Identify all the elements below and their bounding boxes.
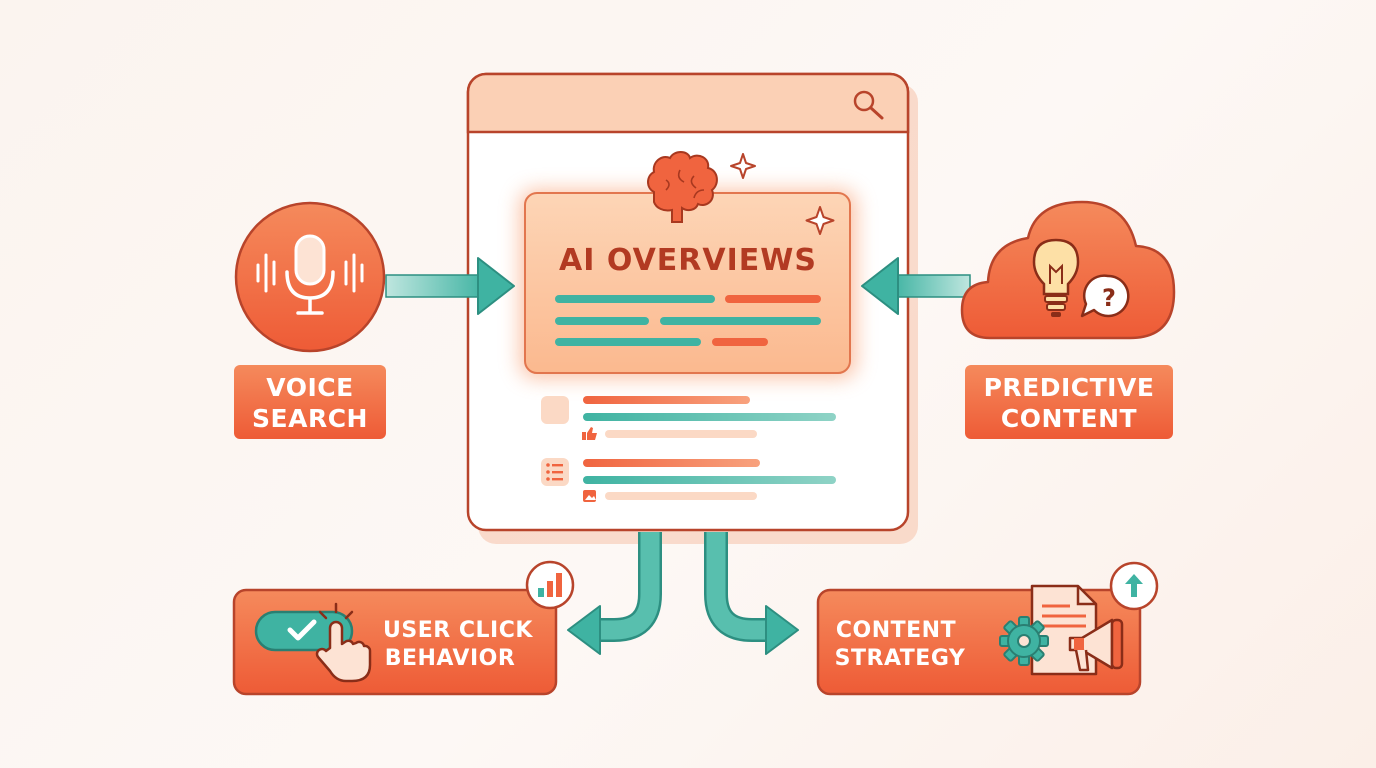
predictive-content-label-line2: CONTENT xyxy=(1001,404,1137,433)
result-item xyxy=(541,396,836,440)
svg-text:?: ? xyxy=(1102,284,1116,312)
user-click-behavior-node: USER CLICK BEHAVIOR xyxy=(232,560,575,696)
image-icon xyxy=(583,490,596,502)
bar-chart-icon xyxy=(525,560,575,610)
content-strategy-node: CONTENT STRATEGY xyxy=(816,561,1159,696)
panel-line xyxy=(555,317,649,325)
ai-overviews-title: AI OVERVIEWS xyxy=(559,243,817,278)
checkmark-icon xyxy=(287,619,317,641)
thumbs-up-icon xyxy=(582,427,597,440)
gear-icon xyxy=(999,616,1049,666)
user-click-label-line1: USER CLICK xyxy=(383,618,533,643)
lightbulb-icon xyxy=(1032,238,1080,317)
pointer-hand-icon xyxy=(315,602,372,683)
sparkle-icon xyxy=(805,206,835,235)
arrow-voice-to-center xyxy=(385,257,515,315)
arrow-center-to-strategy xyxy=(704,532,799,655)
arrow-center-to-click xyxy=(567,532,662,655)
content-strategy-label-line1: CONTENT xyxy=(836,618,956,643)
panel-line xyxy=(555,295,715,303)
panel-line xyxy=(660,317,821,325)
megaphone-icon xyxy=(1068,618,1124,672)
arrow-predictive-to-center xyxy=(861,257,971,315)
sparkle-icon xyxy=(730,153,756,179)
list-icon xyxy=(546,463,563,481)
panel-line xyxy=(725,295,821,303)
panel-line xyxy=(712,338,768,346)
question-icon: ? xyxy=(1080,274,1130,318)
voice-search-label-line1: VOICE xyxy=(266,373,353,402)
content-strategy-label-line2: STRATEGY xyxy=(835,646,966,671)
voice-search-label-line2: SEARCH xyxy=(252,404,368,433)
panel-line xyxy=(555,338,701,346)
result-item xyxy=(541,458,836,502)
predictive-content-label-line1: PREDICTIVE xyxy=(984,373,1155,402)
brain-icon xyxy=(647,151,718,223)
voice-search-node: VOICE SEARCH xyxy=(234,201,386,439)
ai-overviews-panel: AI OVERVIEWS xyxy=(520,190,856,378)
search-icon[interactable] xyxy=(853,90,884,120)
user-click-label-line2: BEHAVIOR xyxy=(385,646,516,671)
microphone-icon xyxy=(256,234,364,315)
predictive-content-node: ? PREDICTIVE CONTENT xyxy=(960,200,1176,439)
up-arrow-icon xyxy=(1109,561,1159,611)
